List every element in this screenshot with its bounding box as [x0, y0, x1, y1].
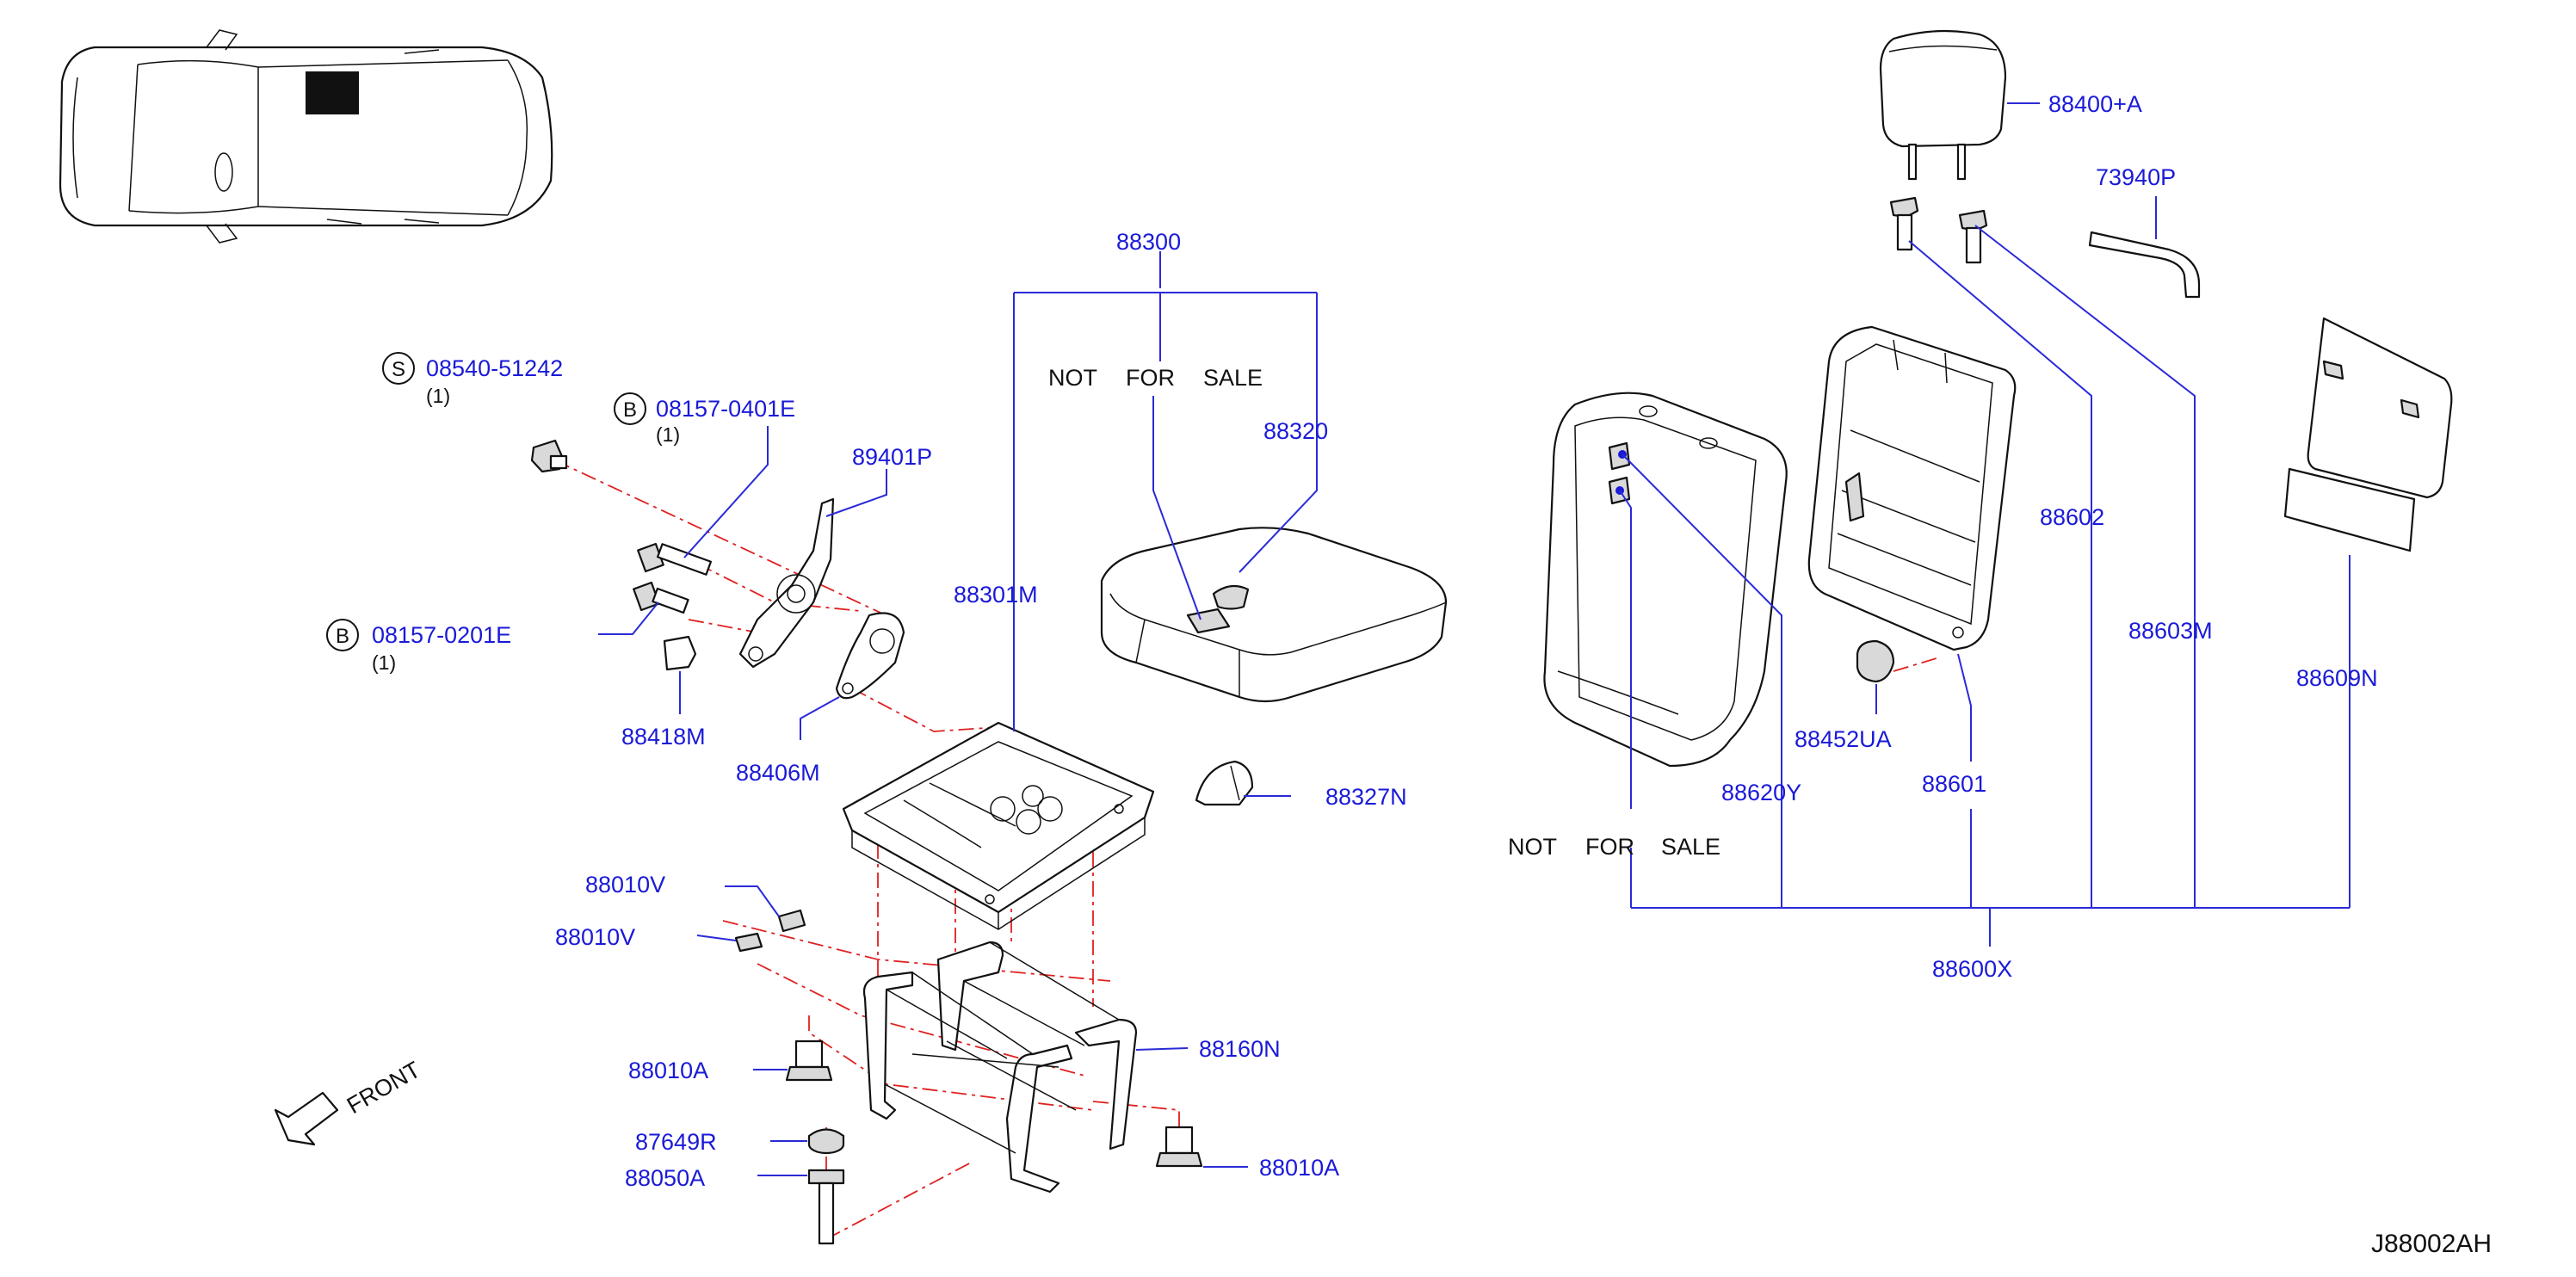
clip-88010v-lower-icon — [734, 932, 763, 953]
seat-frame-88301m-icon — [842, 721, 1155, 930]
lever-88406m-icon — [835, 612, 905, 700]
part-label-88160n: 88160N — [1199, 1036, 1281, 1062]
part-label-88010v-upper: 88010V — [585, 872, 665, 898]
part-label-88620y: 88620Y — [1721, 780, 1801, 805]
part-label-88010a-right: 88010A — [1259, 1155, 1339, 1181]
part-label-88602: 88602 — [2040, 504, 2104, 530]
part-label-88327n: 88327N — [1325, 784, 1407, 810]
part-label-88418m: 88418M — [621, 724, 706, 750]
seat-back-cover-88620y-icon — [1543, 392, 1788, 768]
not-for-sale-note-seat: NOT FOR SALE — [1048, 365, 1263, 391]
grommet-87649r-icon — [807, 1128, 845, 1155]
seat-back-frame-88601-icon — [1807, 325, 2017, 651]
part-label-88301m: 88301M — [954, 582, 1038, 608]
screw-08540-icon — [530, 439, 568, 473]
part-label-88010v-lower: 88010V — [555, 924, 635, 950]
back-board-88609n-icon — [2283, 317, 2453, 552]
diagram-code: J88002AH — [2371, 1230, 2492, 1258]
note-word: FOR — [1126, 365, 1175, 391]
part-label-88050a: 88050A — [625, 1165, 705, 1191]
seat-cushion-88320-icon — [1100, 527, 1448, 703]
note-word: SALE — [1661, 834, 1720, 860]
note-word: FOR — [1585, 834, 1634, 860]
note-word: SALE — [1203, 365, 1263, 391]
seat-riser-88160n-icon — [862, 941, 1138, 1194]
part-label-88300: 88300 — [1116, 229, 1181, 255]
bolt-88050a-icon — [807, 1169, 845, 1245]
callout-prefix: B — [336, 625, 349, 648]
bolt-88010a-left-icon — [785, 1039, 833, 1082]
part-label-08157-0401e: 08157-0401E — [656, 396, 795, 422]
seat-location-marker — [306, 71, 359, 114]
part-label-88400a: 88400+A — [2048, 91, 2142, 117]
bracket-89401p-icon — [738, 497, 835, 669]
headrest-guide-icon — [1889, 196, 1988, 264]
vehicle-top-view-icon — [59, 29, 553, 244]
bolt-08157-0401e-icon — [637, 542, 713, 576]
part-label-88603m: 88603M — [2128, 618, 2213, 644]
note-word: NOT — [1508, 834, 1557, 860]
part-label-88601: 88601 — [1922, 771, 1986, 797]
cap-88418m-icon — [663, 635, 697, 671]
bolt-08157-0201e-icon — [633, 581, 689, 614]
note-word: NOT — [1048, 365, 1097, 391]
cover-88327n-icon — [1195, 760, 1254, 806]
qty-label: (1) — [656, 423, 680, 446]
part-label-89401p: 89401P — [852, 444, 932, 470]
screw-callout-08157-0201e: B 08157-0201E (1) — [326, 619, 511, 674]
callout-prefix: B — [623, 398, 637, 422]
part-label-73940p: 73940P — [2096, 164, 2176, 190]
qty-label: (1) — [426, 385, 450, 407]
screw-callout-08540: S 08540-51242 (1) — [382, 352, 563, 407]
leader-lines — [598, 102, 2351, 1176]
part-label-88406m: 88406M — [736, 760, 820, 786]
not-for-sale-note-back: NOT FOR SALE — [1508, 834, 1720, 860]
screw-callout-08157-0401e: B 08157-0401E (1) — [614, 392, 795, 446]
part-label-88010a-left: 88010A — [628, 1058, 708, 1083]
callout-prefix: S — [392, 358, 405, 381]
part-label-88452ua: 88452UA — [1795, 726, 1892, 752]
part-label-08157-0201e: 08157-0201E — [372, 622, 511, 648]
part-label-88600x: 88600X — [1932, 956, 2012, 982]
part-label-88609n: 88609N — [2296, 665, 2378, 691]
knob-88452ua-icon — [1856, 639, 1895, 683]
part-label-08540-51242: 08540-51242 — [426, 355, 563, 381]
front-direction-label: FRONT — [343, 1057, 425, 1119]
headrest-88400-icon — [1879, 29, 2007, 181]
part-label-87649r: 87649R — [635, 1129, 717, 1155]
front-direction-arrow-icon — [274, 1091, 339, 1146]
grip-73940p-icon — [2088, 231, 2201, 299]
bolt-88010a-right-icon — [1155, 1126, 1203, 1168]
part-label-88320: 88320 — [1263, 418, 1328, 444]
part-labels: 88300 88320 88301M 89401P 88418M 88406M … — [555, 91, 2378, 1191]
clip-88010v-upper-icon — [777, 909, 806, 933]
qty-label: (1) — [372, 651, 396, 674]
